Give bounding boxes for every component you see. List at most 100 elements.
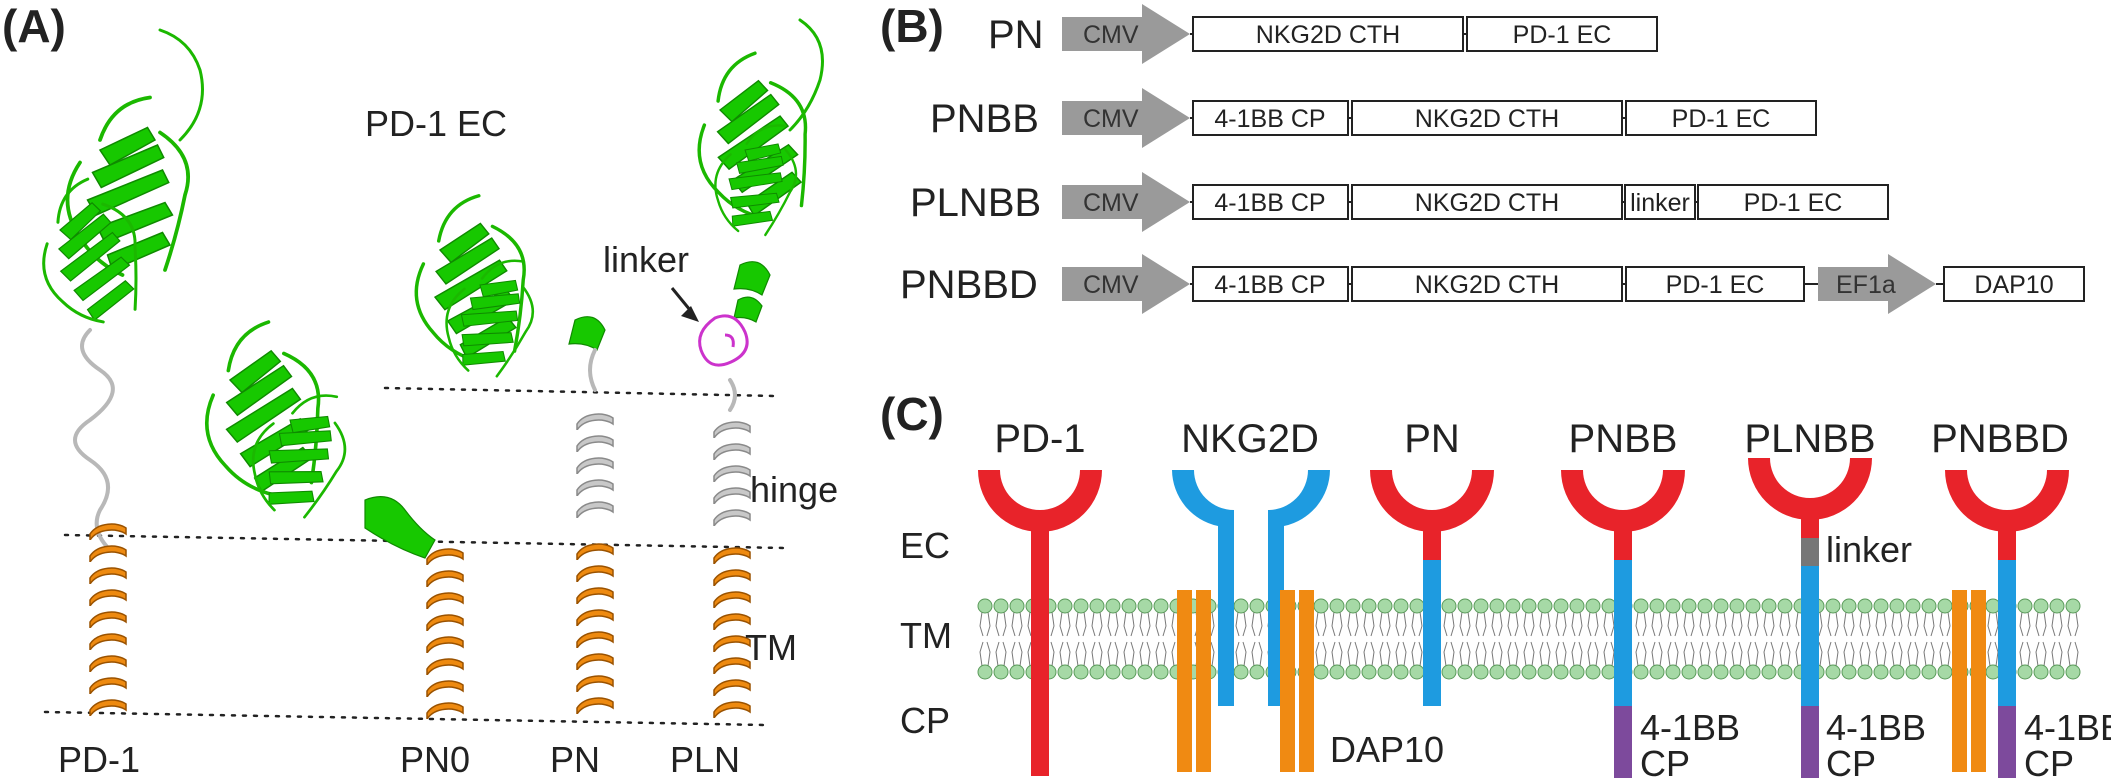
lipid-tail [1155, 611, 1167, 637]
lipid-head [1233, 598, 1249, 614]
lipid-tail [1635, 641, 1647, 667]
lipid-head [2017, 664, 2033, 680]
receptor-title-pd1: PD-1 [994, 417, 1085, 461]
lipid-head [1137, 598, 1153, 614]
lipid-head [1105, 664, 1121, 680]
lipid-tail [1523, 641, 1535, 667]
lipid-head [1649, 664, 1665, 680]
lipid-head [1409, 598, 1425, 614]
construct-name-pnbb: PNBB [930, 97, 1039, 141]
lipid-tail [1235, 611, 1247, 637]
lipid-head [1473, 598, 1489, 614]
lipid-tail [2051, 611, 2063, 637]
pd1-tm-helix [89, 523, 127, 716]
lipid-tail [1667, 611, 1679, 637]
construct-name-plnbb: PLNBB [910, 181, 1041, 225]
lipid-tail [1731, 641, 1743, 667]
lipid-head [1457, 664, 1473, 680]
lipid-tail [1683, 611, 1695, 637]
lipid-tail [1731, 611, 1743, 637]
lipid-head [1825, 664, 1841, 680]
tm-label-a: TM [745, 627, 797, 668]
lipid-head [993, 664, 1009, 680]
part-label: linker [1630, 189, 1690, 217]
lipid-head [1137, 664, 1153, 680]
lipid-tail [1331, 641, 1343, 667]
lipid-head [1601, 664, 1617, 680]
panel-a: (A) [2, 0, 838, 780]
lipid-head [1585, 598, 1601, 614]
linker-pointer-line [670, 287, 692, 311]
lipid-head [1761, 598, 1777, 614]
lipid-tail [1251, 611, 1263, 637]
part-box [1192, 266, 1349, 302]
lipid-tail [1763, 641, 1775, 667]
lipid-head [1633, 598, 1649, 614]
lipid-head [1857, 664, 1873, 680]
lipid-tail [1251, 641, 1263, 667]
linker-label-a: linker [603, 239, 689, 280]
lipid-head [1473, 664, 1489, 680]
lipid-tail [1155, 641, 1167, 667]
lipid-tail [1347, 641, 1359, 667]
lipid-tail [1107, 611, 1119, 637]
promoter-label-pnbb: CMV [1083, 105, 1139, 133]
lipid-tail [1331, 611, 1343, 637]
lipid-tail [1843, 611, 1855, 637]
lipid-head [1905, 598, 1921, 614]
lipid-head [1009, 598, 1025, 614]
lipid-head [1329, 598, 1345, 614]
part-label: 4-1BB CP [1214, 189, 1325, 217]
lipid-head [1393, 598, 1409, 614]
lipid-head [1585, 664, 1601, 680]
receptor-pn [1370, 470, 1494, 706]
lipid-tail [1091, 641, 1103, 667]
promoter-label-pnbbd: CMV [1083, 271, 1139, 299]
lipid-head [1329, 664, 1345, 680]
lipid-tail [1075, 641, 1087, 667]
receptor-pnbbd: 4-1BB CP [1945, 470, 2111, 782]
receptor-pd1 [978, 470, 1102, 776]
lipid-tail [1059, 611, 1071, 637]
promoter-label-plnbb: CMV [1083, 189, 1139, 217]
lipid-tail [1651, 611, 1663, 637]
panel-c-label: (C) [880, 388, 944, 440]
cmv-promoter-arrow [1062, 254, 1190, 314]
lipid-tail [2019, 641, 2031, 667]
lipid-tail [1923, 611, 1935, 637]
bottom-label-pln: PLN [670, 739, 740, 780]
hinge-top-dotted-line [383, 386, 777, 398]
lipid-head [1601, 598, 1617, 614]
lipid-head [1105, 598, 1121, 614]
lipid-tail [1939, 611, 1951, 637]
lipid-head [1057, 664, 1073, 680]
lipid-tail [1443, 641, 1455, 667]
lipid-head [977, 598, 993, 614]
lipid-head [1761, 664, 1777, 680]
lipid-head [1889, 598, 1905, 614]
lipid-tail [1907, 611, 1919, 637]
lipid-tail [1859, 611, 1871, 637]
second-promoter-label: EF1a [1836, 271, 1896, 299]
lipid-tail [1635, 611, 1647, 637]
lipid-head [1249, 664, 1265, 680]
lipid-head [1537, 598, 1553, 614]
lipid-tail [1475, 641, 1487, 667]
lipid-head [1089, 598, 1105, 614]
lipid-tail [1123, 611, 1135, 637]
panel-a-label: (A) [2, 0, 66, 52]
lipid-head [1377, 598, 1393, 614]
lipid-tail [1891, 611, 1903, 637]
lipid-head [1681, 598, 1697, 614]
lipid-head [1777, 598, 1793, 614]
lipid-head [1921, 598, 1937, 614]
lipid-head [1937, 664, 1953, 680]
cp-41bb-label: 4-1BB [2024, 707, 2111, 748]
receptor-plnbb: linker 4-1BB CP [1748, 458, 1926, 782]
lipid-head [1825, 598, 1841, 614]
part-box [1624, 184, 1696, 220]
lipid-tail [1491, 641, 1503, 667]
lipid-head [1745, 664, 1761, 680]
lipid-head [1345, 598, 1361, 614]
lipid-tail [1555, 641, 1567, 667]
